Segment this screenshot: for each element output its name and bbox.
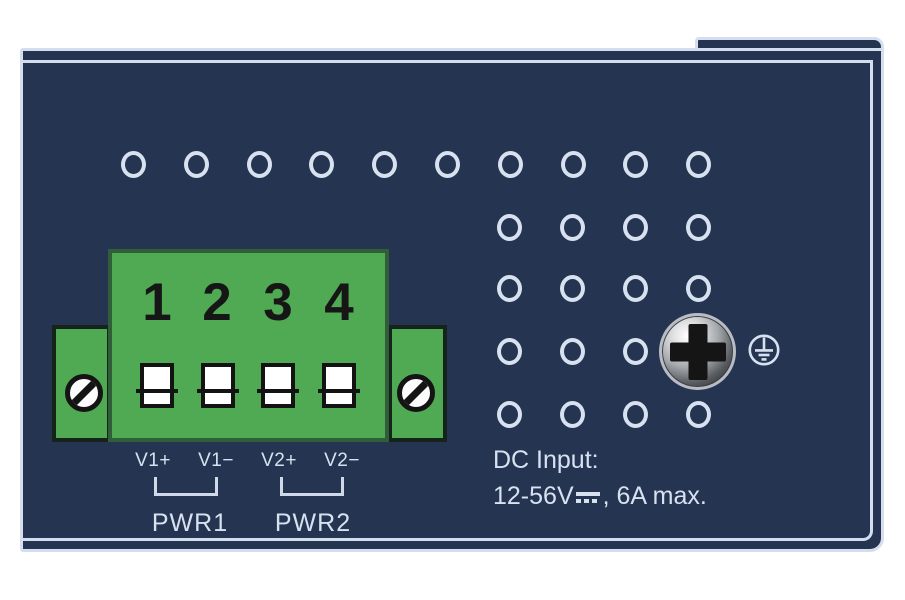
pwr1-bracket bbox=[154, 477, 218, 496]
dc-input-note: DC Input: 12-56V , 6A max. bbox=[493, 448, 707, 509]
vent-hole bbox=[685, 274, 711, 302]
vent-hole bbox=[559, 213, 585, 241]
slotted-screw-icon bbox=[397, 374, 435, 412]
pin-number-3: 3 bbox=[263, 273, 293, 332]
vent-hole bbox=[497, 150, 523, 178]
pin-number-4: 4 bbox=[324, 273, 354, 332]
vent-hole bbox=[496, 400, 522, 428]
protective-earth-icon bbox=[748, 334, 780, 366]
vent-hole bbox=[622, 337, 648, 365]
pin-label-v2-plus: V2+ bbox=[261, 450, 297, 471]
vent-hole bbox=[622, 150, 648, 178]
terminal-contact-3 bbox=[257, 363, 299, 408]
dc-input-current: , 6A max. bbox=[602, 482, 707, 510]
terminal-contact-2 bbox=[197, 363, 239, 408]
vent-hole bbox=[120, 150, 146, 178]
dc-terminal-block bbox=[108, 249, 389, 442]
pwr2-label: PWR2 bbox=[274, 509, 352, 537]
slotted-screw-icon bbox=[65, 374, 103, 412]
dc-input-range: 12-56V bbox=[493, 482, 574, 510]
vent-hole bbox=[559, 274, 585, 302]
vent-hole bbox=[622, 213, 648, 241]
vent-hole bbox=[308, 150, 334, 178]
terminal-wing-right bbox=[388, 325, 447, 442]
vent-hole bbox=[559, 337, 585, 365]
terminal-contact-4 bbox=[318, 363, 360, 408]
vent-hole bbox=[496, 213, 522, 241]
vent-hole bbox=[371, 150, 397, 178]
vent-hole bbox=[685, 400, 711, 428]
phillips-screw-icon bbox=[659, 313, 736, 390]
vent-hole bbox=[496, 337, 522, 365]
vent-hole bbox=[560, 150, 586, 178]
vent-hole bbox=[622, 400, 648, 428]
vent-hole bbox=[246, 150, 272, 178]
dc-voltage-symbol-icon bbox=[575, 492, 600, 503]
pin-label-v2-minus: V2− bbox=[324, 450, 360, 471]
panel-inner-outline bbox=[23, 60, 873, 541]
dc-input-title: DC Input: bbox=[493, 446, 599, 474]
vent-hole bbox=[183, 150, 209, 178]
pwr2-bracket bbox=[280, 477, 344, 496]
pin-label-v1-minus: V1− bbox=[198, 450, 234, 471]
pin-number-2: 2 bbox=[202, 273, 232, 332]
pin-number-1: 1 bbox=[142, 273, 172, 332]
vent-hole bbox=[496, 274, 522, 302]
vent-hole bbox=[434, 150, 460, 178]
vent-hole bbox=[685, 150, 711, 178]
vent-hole bbox=[559, 400, 585, 428]
pwr1-label: PWR1 bbox=[151, 509, 229, 537]
dc-input-spec: 12-56V , 6A max. bbox=[493, 484, 707, 509]
vent-hole bbox=[622, 274, 648, 302]
terminal-contact-1 bbox=[136, 363, 178, 408]
vent-hole bbox=[685, 213, 711, 241]
pin-label-v1-plus: V1+ bbox=[135, 450, 171, 471]
